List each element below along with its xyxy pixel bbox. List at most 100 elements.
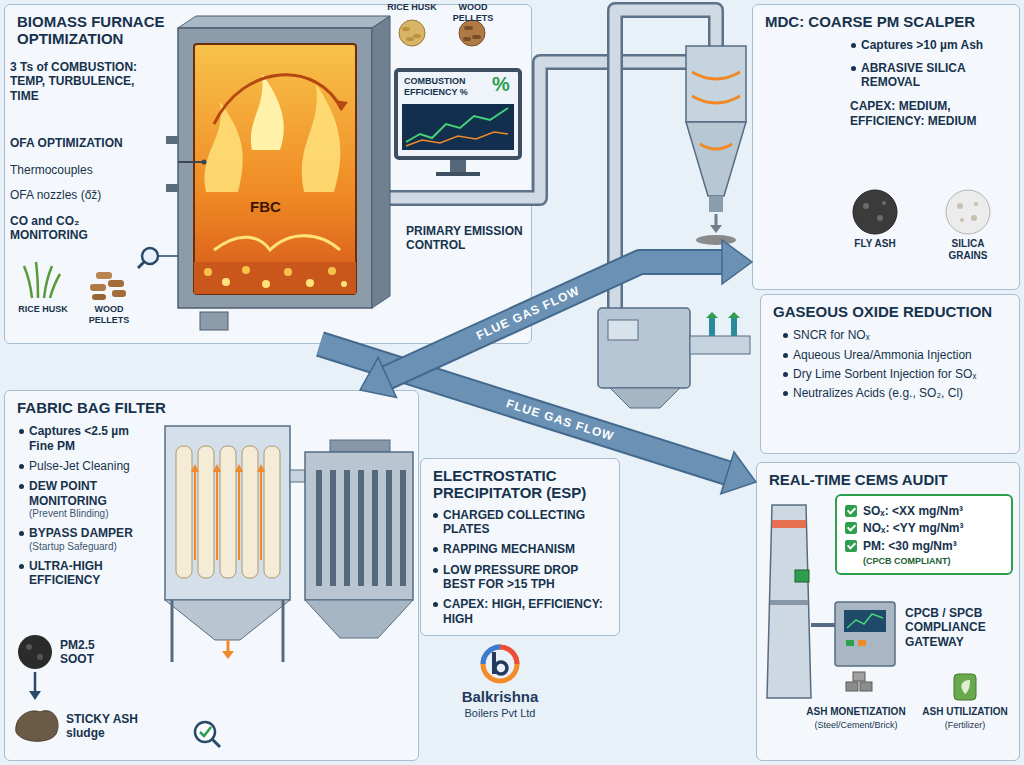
- logo: [483, 647, 517, 681]
- reduction-unit: [610, 388, 680, 408]
- reduction-unit: [598, 308, 750, 408]
- bag-filter-drawing: [264, 446, 280, 578]
- label-text: Thermocouples: [10, 163, 160, 177]
- label-text: OFA nozzles (őž): [10, 188, 160, 202]
- reduction-unit: [709, 318, 715, 336]
- ash-icons: [16, 635, 220, 747]
- esp-drawing: [330, 470, 336, 586]
- cyclone-drawing: [853, 190, 897, 234]
- cyclone-drawing: [974, 202, 978, 206]
- bag-filter-drawing: [282, 600, 285, 662]
- ash-icons: [29, 691, 41, 700]
- stack-drawing: [961, 680, 970, 694]
- fuel-icons: [459, 20, 485, 46]
- cyclone-drawing: [877, 215, 883, 221]
- icon-caption: RICE HUSK: [12, 304, 74, 315]
- label-text: OFA OPTIMIZATION: [10, 136, 160, 150]
- furnace-drawing: [214, 236, 340, 250]
- ash-icons: [26, 644, 32, 650]
- furnace-drawing: [194, 262, 356, 294]
- furnace-drawing: [328, 267, 336, 275]
- flue-pipe: [390, 62, 686, 198]
- icon-caption: RICE HUSK: [384, 2, 440, 13]
- icon-caption: FLY ASH: [840, 238, 910, 250]
- stack-drawing: [846, 682, 858, 691]
- flue-gas-band: [385, 262, 724, 378]
- ash-icons: [18, 635, 52, 669]
- panel-title: GASEOUS OXIDE REDUCTION: [761, 295, 1019, 320]
- cyclone-drawing: [692, 72, 740, 149]
- ash-icons: [16, 711, 58, 742]
- fuel-icons: [406, 37, 414, 41]
- label-text: 3 Ts of COMBUSTION: TEMP, TURBULENCE, TI…: [10, 60, 165, 103]
- bag-filter-drawing: [191, 464, 199, 472]
- esp-drawing: [400, 470, 406, 586]
- bullet-text: CHARGED COLLECTING PLATES: [432, 508, 610, 537]
- stack-drawing: [811, 623, 835, 627]
- bag-filter-drawing: [165, 426, 305, 662]
- reduction-unit: [608, 320, 638, 340]
- efficiency-chart: [450, 160, 466, 172]
- bag-filter-drawing: [242, 446, 258, 578]
- reduction-unit: [706, 312, 718, 318]
- fuel-icons: [413, 34, 421, 38]
- reduction-unit: [690, 336, 750, 354]
- esp-drawing: [358, 470, 364, 586]
- furnace-drawing: [214, 75, 342, 124]
- stack-drawing: [835, 602, 895, 666]
- bullet-text: Captures <2.5 µm Fine PM: [18, 424, 153, 453]
- fuel-icons: [96, 272, 112, 279]
- bullet-text: DEW POINT MONITORING: [18, 479, 153, 508]
- stack-drawing: [954, 674, 976, 700]
- efficiency-chart: [406, 132, 508, 146]
- efficiency-chart: [402, 104, 514, 176]
- panel-title: FABRIC BAG FILTER: [5, 391, 418, 416]
- cyclone-drawing: [696, 235, 736, 245]
- bullet-text: SNCR for NOₓ: [782, 328, 1010, 342]
- stack-drawing: [767, 505, 976, 700]
- label-text: FBC: [250, 198, 300, 216]
- bag-filter-drawing: [257, 464, 265, 472]
- furnace-drawing: [194, 44, 356, 294]
- icon-caption: SILICA GRAINS: [932, 238, 1004, 262]
- cyclone-drawing: [863, 203, 869, 209]
- arrow-head: [722, 240, 752, 284]
- fuel-icons: [24, 20, 485, 300]
- ash-icons: [212, 739, 220, 747]
- fuel-icons: [399, 20, 425, 46]
- esp-drawing: [305, 452, 413, 600]
- arrow-head: [721, 452, 756, 494]
- arrow-head: [360, 358, 396, 398]
- flue-pipe: [390, 62, 686, 198]
- note-text: (Prevent Blinding): [29, 508, 153, 520]
- flue-gas-band: [385, 262, 724, 378]
- bullet-text: Captures >10 µm Ash: [850, 38, 1015, 52]
- ash-icons: [37, 654, 43, 660]
- fuel-icons: [92, 294, 106, 300]
- furnace-drawing: [138, 262, 144, 268]
- fuel-icons: [90, 284, 106, 291]
- watermark: Boilers Pvt Ltd: [445, 707, 555, 720]
- stack-drawing: [846, 640, 854, 646]
- panel-title: ELECTROSTATIC PRECIPITATOR (ESP): [421, 459, 619, 502]
- efficiency-chart: [436, 172, 480, 176]
- bag-filter-drawing: [165, 600, 290, 640]
- bag-filter-drawing: [198, 446, 214, 578]
- furnace-drawing: [166, 184, 178, 192]
- efficiency-chart: [402, 104, 514, 150]
- bullet-text: RAPPING MECHANISM: [432, 542, 610, 556]
- note-text: (Fertilizer): [912, 720, 1018, 731]
- flue-gas-band: [320, 344, 729, 474]
- cyclone-drawing: [709, 196, 723, 212]
- bag-filter-drawing: [171, 600, 174, 662]
- cyclone-drawing: [715, 214, 718, 226]
- stack-drawing: [847, 614, 883, 628]
- fuel-icons: [463, 37, 471, 41]
- furnace-drawing: [262, 280, 270, 288]
- esp-drawing: [330, 440, 390, 452]
- fuel-icons: [108, 280, 124, 287]
- stack-drawing: [795, 570, 809, 582]
- label-text: CPCB / SPCB COMPLIANCE GATEWAY: [905, 606, 1017, 649]
- bag-filter-drawing: [227, 640, 230, 652]
